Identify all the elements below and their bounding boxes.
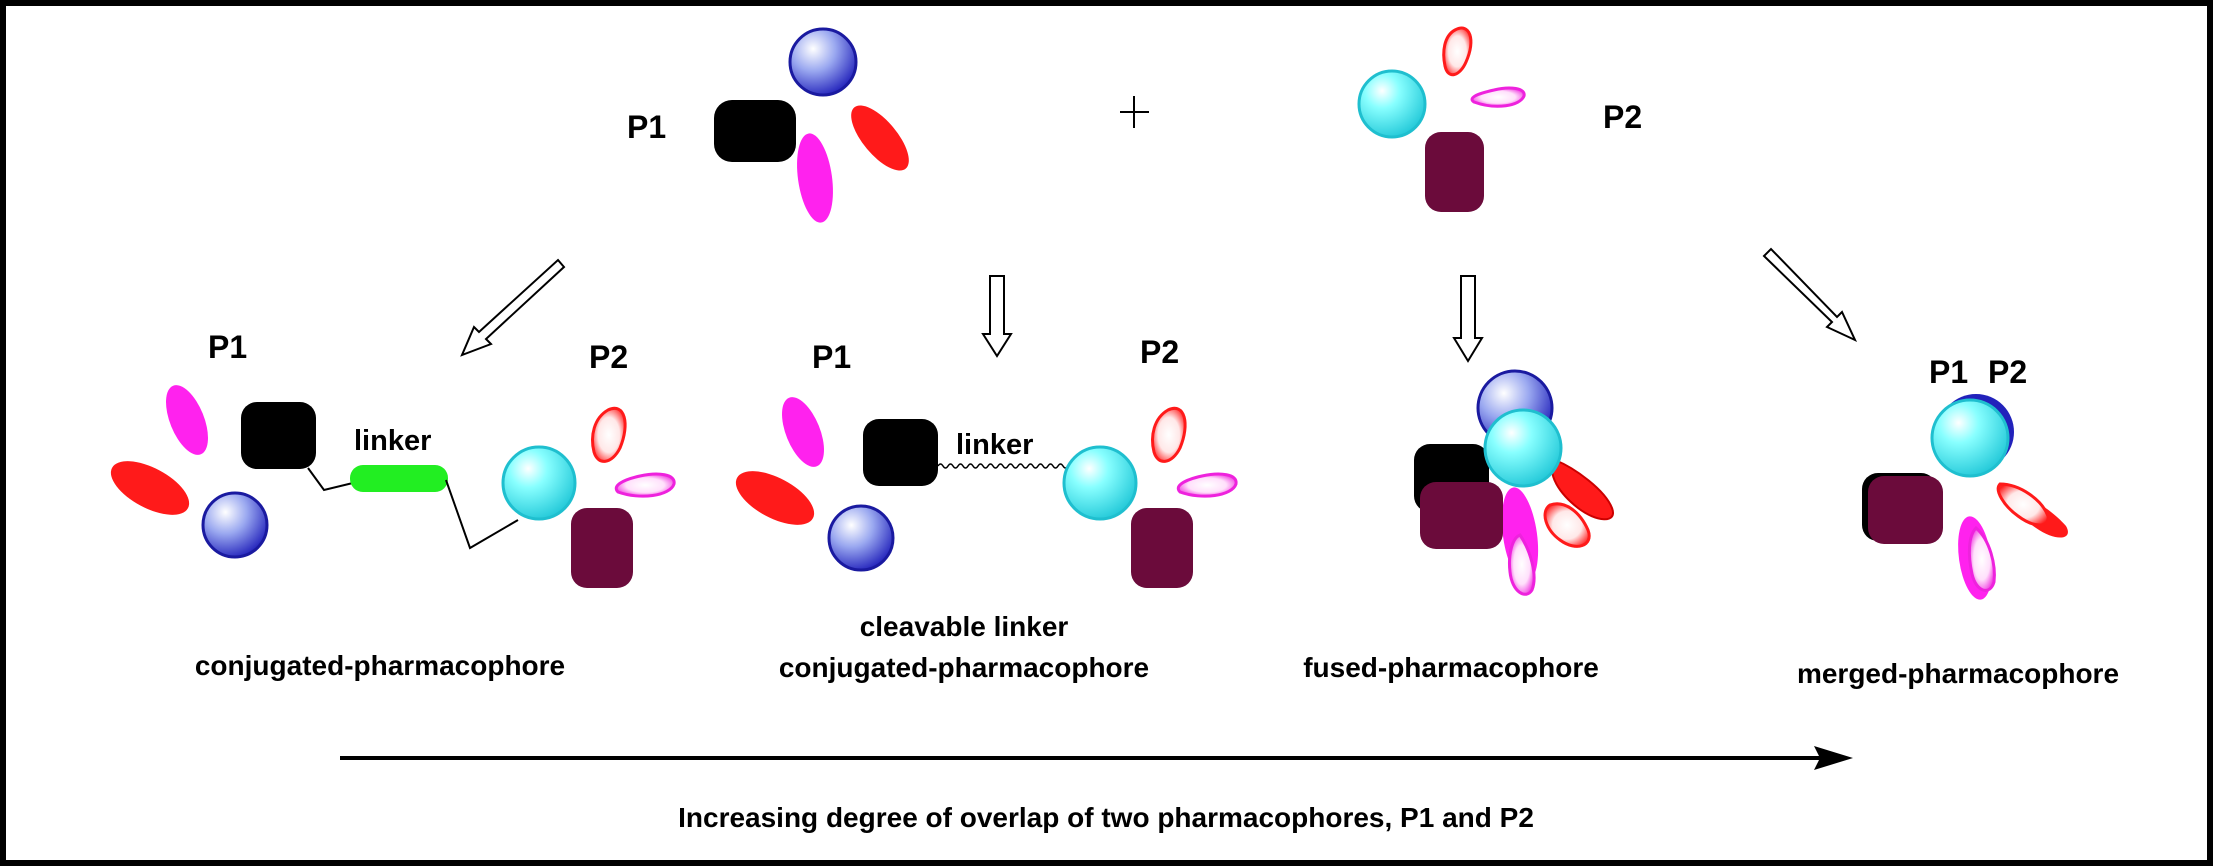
red-blob bbox=[591, 406, 627, 463]
magenta-blob bbox=[166, 385, 208, 455]
blue-sphere bbox=[201, 491, 269, 559]
conjugated-linker-label: linker bbox=[354, 425, 431, 457]
cleavable-wavy-linker bbox=[937, 463, 1084, 469]
top-p1-label: P1 bbox=[627, 109, 666, 145]
red-blob bbox=[735, 471, 815, 525]
cleavable-p2-label: P2 bbox=[1140, 334, 1179, 370]
arrow-to-fused bbox=[1452, 275, 1484, 363]
conjugated-p2-label: P2 bbox=[589, 339, 628, 375]
cleavable-linker-label: linker bbox=[956, 429, 1033, 461]
cyan-sphere bbox=[1483, 408, 1563, 488]
magenta-blob bbox=[1508, 533, 1536, 596]
magenta-blob bbox=[797, 133, 833, 223]
merged-p2-label: P2 bbox=[1988, 354, 2027, 390]
cyan-sphere bbox=[501, 445, 577, 521]
merged-p1-label: P1 bbox=[1929, 354, 1968, 390]
magenta-blob bbox=[1470, 86, 1526, 108]
axis-caption: Increasing degree of overlap of two phar… bbox=[678, 802, 1534, 833]
maroon-block bbox=[571, 508, 633, 588]
green-linker bbox=[350, 465, 448, 492]
top-p2-group: P2 bbox=[1357, 26, 1642, 212]
plus-sign bbox=[1120, 96, 1149, 128]
red-blob bbox=[851, 105, 909, 171]
linker-bond bbox=[307, 467, 358, 492]
blue-sphere bbox=[788, 27, 858, 97]
maroon-block bbox=[1131, 508, 1193, 588]
arrow-to-cleavable bbox=[981, 275, 1013, 358]
arrow-to-conjugated bbox=[460, 258, 566, 357]
magenta-blob bbox=[614, 472, 676, 498]
magenta-blob bbox=[1176, 472, 1238, 498]
cyan-sphere bbox=[1930, 398, 2010, 478]
red-blob bbox=[1996, 482, 2050, 527]
cleavable-linker-group: P1 P2 linker cleavable linker conjugated… bbox=[735, 334, 1238, 683]
black-block bbox=[863, 419, 938, 486]
cleavable-caption-line1: cleavable linker bbox=[860, 611, 1069, 642]
cyan-sphere bbox=[1357, 69, 1427, 139]
magenta-blob bbox=[1967, 525, 1996, 592]
magenta-blob bbox=[782, 397, 824, 467]
arrow-to-merged bbox=[1762, 247, 1858, 343]
black-block bbox=[714, 100, 796, 162]
black-block bbox=[241, 402, 316, 469]
merged-caption: merged-pharmacophore bbox=[1797, 658, 2119, 689]
cyan-sphere bbox=[1062, 445, 1138, 521]
red-blob bbox=[1551, 458, 1614, 521]
red-blob bbox=[1442, 26, 1473, 77]
blue-sphere bbox=[827, 504, 895, 572]
red-blob bbox=[1151, 406, 1187, 463]
cleavable-caption-line2: conjugated-pharmacophore bbox=[779, 652, 1149, 683]
top-p1-group: P1 bbox=[627, 27, 909, 223]
overlap-axis-arrow bbox=[340, 746, 1853, 770]
linker-bond bbox=[445, 479, 519, 550]
red-blob bbox=[1543, 502, 1591, 548]
conjugated-pharmacophore-group: P1 P2 linker conjugated-pharmacophore bbox=[110, 329, 676, 681]
top-p2-label: P2 bbox=[1603, 99, 1642, 135]
maroon-block bbox=[1420, 482, 1503, 549]
conjugated-p1-label: P1 bbox=[208, 329, 247, 365]
maroon-block bbox=[1425, 132, 1484, 212]
fused-pharmacophore-group: fused-pharmacophore bbox=[1303, 369, 1614, 683]
merged-pharmacophore-group: P1 P2 merged-pharmacophore bbox=[1797, 354, 2119, 689]
red-blob bbox=[110, 461, 190, 515]
cleavable-p1-label: P1 bbox=[812, 339, 851, 375]
fused-caption: fused-pharmacophore bbox=[1303, 652, 1599, 683]
maroon-block bbox=[1868, 476, 1943, 544]
conjugated-caption: conjugated-pharmacophore bbox=[195, 650, 565, 681]
